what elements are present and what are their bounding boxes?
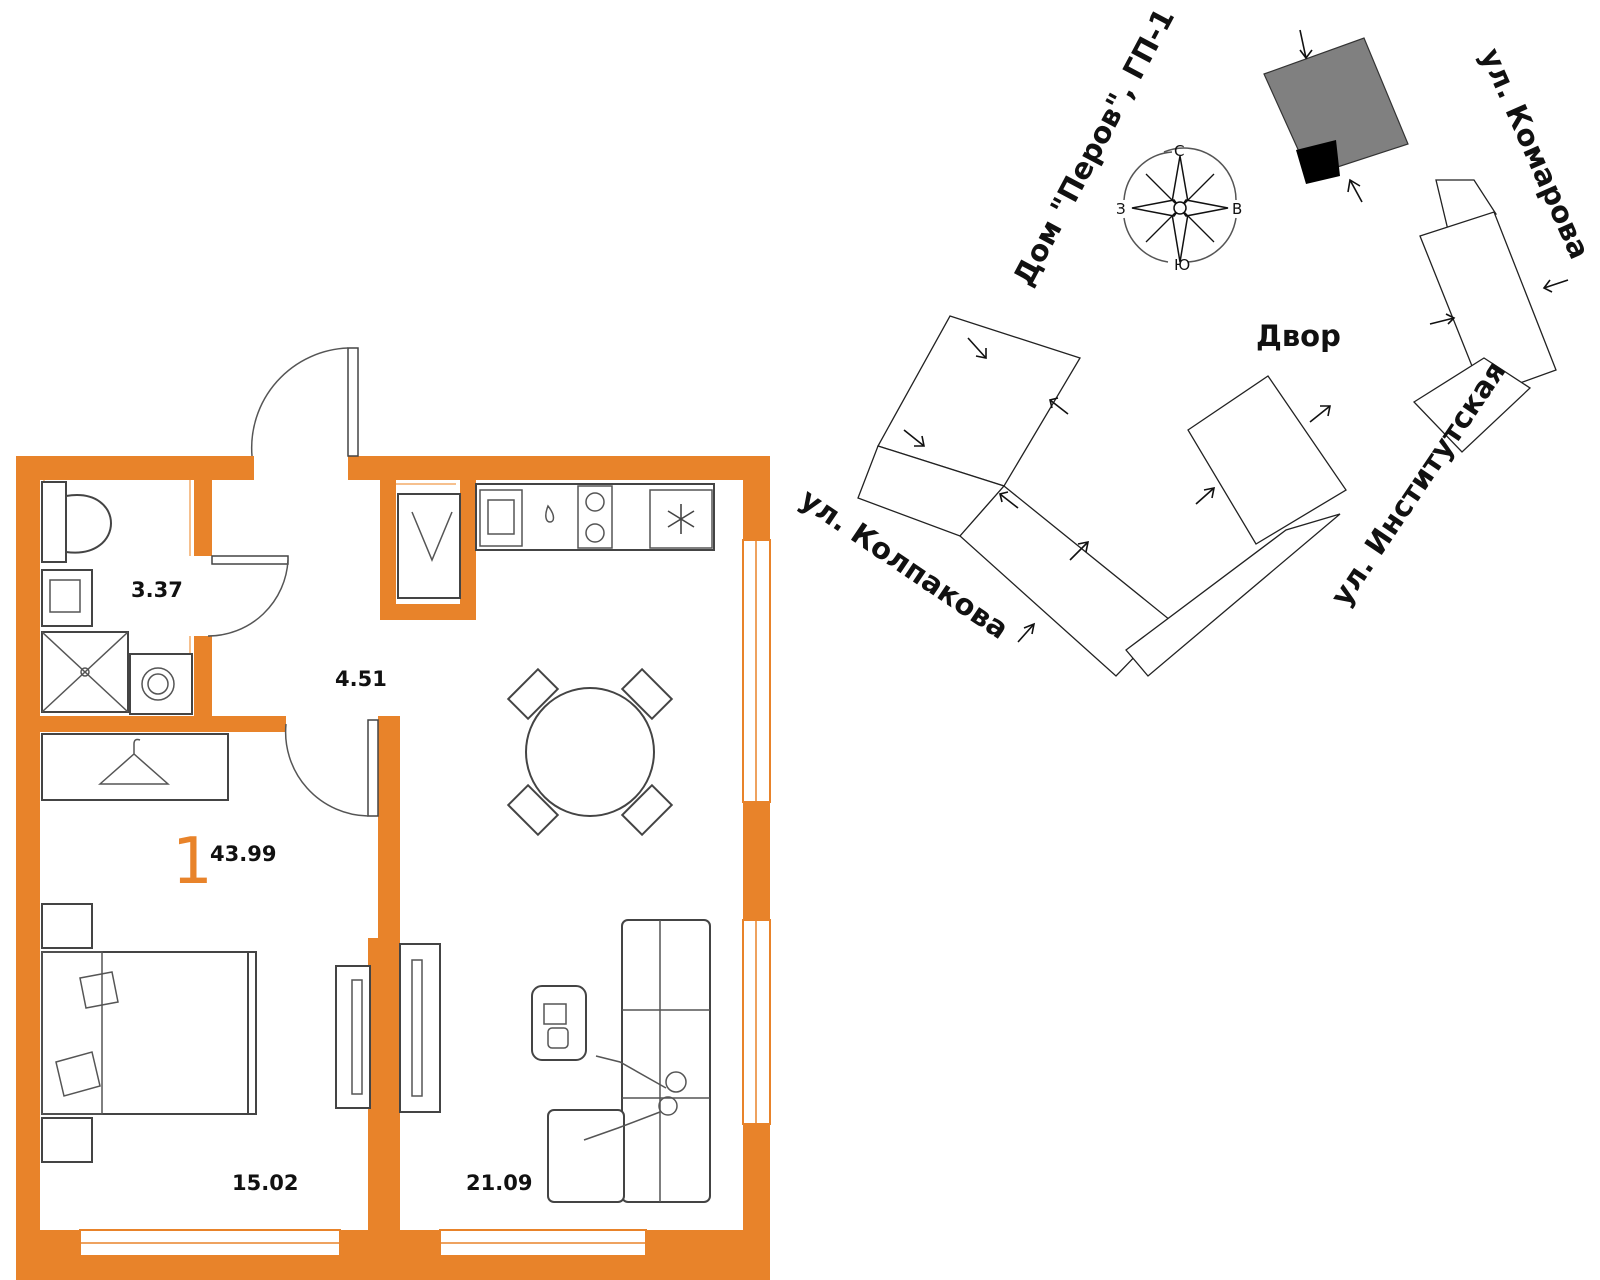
toilet-bowl: [65, 494, 112, 554]
coffee-table: [531, 985, 587, 1061]
tv-stand-bedroom: [335, 965, 371, 1109]
room-area-hallway: 4.51: [335, 667, 387, 691]
kitchen-counter: [475, 483, 715, 551]
wardrobes: [41, 493, 461, 801]
chair: [620, 783, 674, 837]
outer-walls: [16, 456, 770, 1280]
highlighted-building: [1263, 37, 1409, 184]
entrance-marker: [1296, 140, 1340, 184]
interior-walls: [40, 480, 476, 1276]
living-furniture: [531, 919, 711, 1203]
compass-north: С: [1174, 142, 1184, 160]
chair: [620, 667, 674, 721]
site-plan: С Ю З В Дом "Перов", ГП-1 Двор ул. Колпа…: [794, 3, 1597, 677]
kitchen-sink: [479, 489, 523, 547]
compass-east: В: [1232, 200, 1242, 218]
yard-label: Двор: [1256, 319, 1341, 353]
rooms-count: 1: [172, 825, 213, 899]
hallway-wardrobe: [41, 733, 229, 801]
neighbour-buildings: [857, 179, 1557, 677]
bedroom-furniture: [41, 903, 257, 1163]
building: [1412, 357, 1532, 453]
dining-set: [506, 667, 674, 837]
compass-west: З: [1116, 200, 1126, 218]
compass-rose: С Ю З В: [1116, 142, 1242, 274]
tv-icon: [411, 959, 423, 1097]
nightstand: [41, 903, 93, 949]
windows: [79, 539, 771, 1257]
doors: [207, 347, 379, 817]
refrigerator: [649, 489, 713, 549]
house-label: Дом "Перов", ГП-1: [1006, 3, 1181, 292]
hanger-icon: [411, 511, 453, 562]
entrance-arrows: [903, 29, 1569, 643]
room-area-bedroom: 15.02: [232, 1171, 298, 1195]
nightstand: [41, 1117, 93, 1163]
tv-units: [335, 943, 441, 1113]
chair: [506, 783, 560, 837]
person-icon: [583, 1055, 687, 1141]
niche-wardrobe: [397, 493, 461, 599]
snowflake-icon: [667, 504, 695, 534]
room-area-bathroom: 3.37: [131, 578, 183, 602]
bathroom-fixtures: [41, 481, 193, 715]
dining-table: [525, 687, 655, 817]
building: [1419, 211, 1557, 397]
building: [1187, 375, 1347, 545]
sofa-section: [547, 1109, 625, 1203]
tv-icon: [351, 979, 363, 1095]
total-area: 43.99: [210, 842, 276, 866]
street-institutskaya: ул. Институтская: [1324, 355, 1513, 612]
room-area-living-kitchen: 21.09: [466, 1171, 532, 1195]
sofa: [621, 919, 711, 1203]
tv-stand: [399, 943, 441, 1113]
toilet-tank: [41, 481, 67, 563]
floor-plan: 3.37 4.51 1 43.99 15.02 21.09: [16, 347, 771, 1280]
hanger-icon: [98, 738, 170, 785]
washing-machine: [129, 653, 193, 715]
pillow: [79, 971, 119, 1009]
bed: [41, 951, 255, 1115]
cooktop: [577, 485, 613, 549]
pillow: [55, 1051, 101, 1097]
chair: [506, 667, 560, 721]
building: [1125, 513, 1341, 677]
water-drop-icon: [545, 504, 555, 523]
compass-south: Ю: [1174, 256, 1190, 274]
